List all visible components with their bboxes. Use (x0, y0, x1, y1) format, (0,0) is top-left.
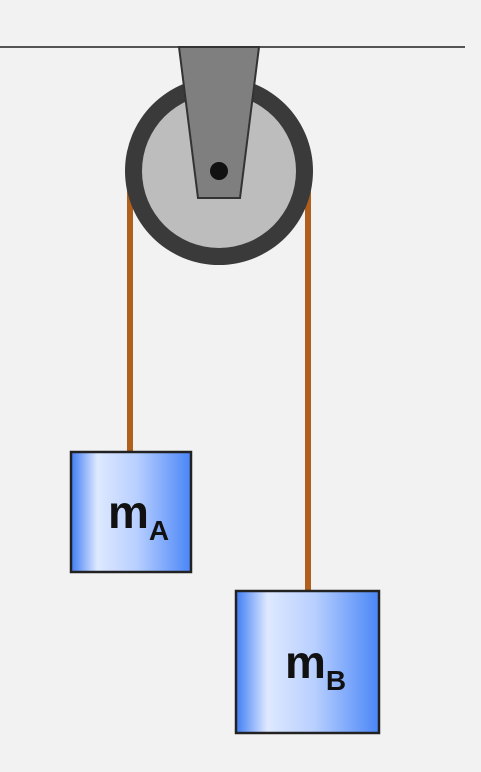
block-a-subscript: A (149, 515, 169, 546)
block-a-symbol: m (108, 486, 149, 538)
block-b-body (234, 589, 381, 735)
block-a: mA (69, 450, 193, 574)
pulley-axle (210, 162, 228, 180)
block-b-symbol: m (285, 636, 326, 688)
block-a-label: mA (108, 486, 169, 546)
block-b: mB (234, 589, 381, 735)
block-a-body (69, 450, 193, 574)
pulley-bracket (177, 46, 261, 199)
block-b-label: mB (285, 636, 346, 696)
block-b-subscript: B (326, 665, 346, 696)
